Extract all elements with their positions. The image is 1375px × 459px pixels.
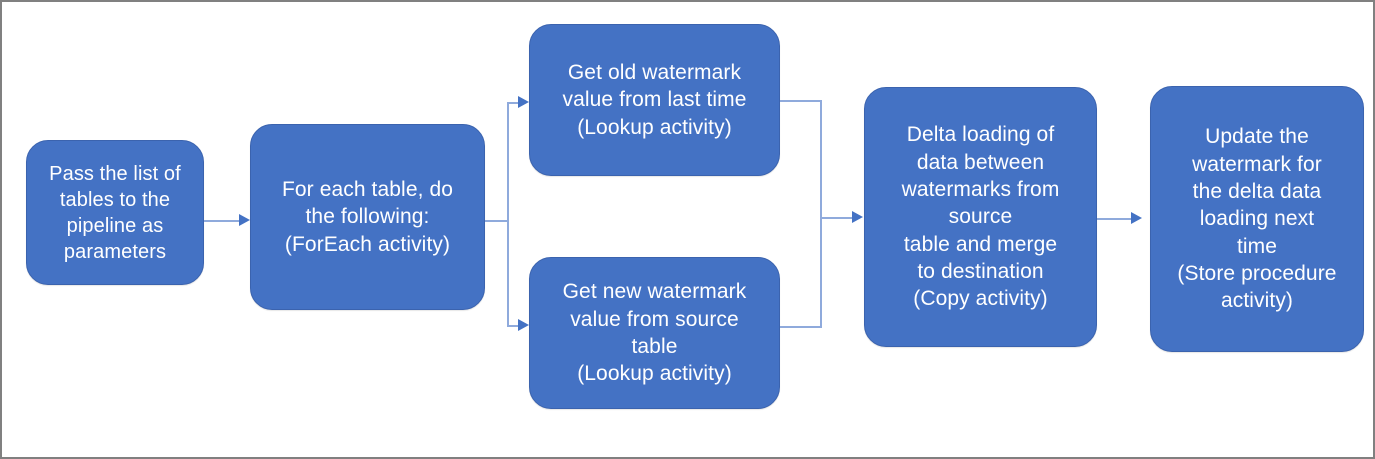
node-label: Pass the list of tables to the pipeline … (49, 162, 181, 263)
connector-merge-to-delta-loading (820, 217, 855, 219)
arrowhead-icon (852, 211, 863, 223)
connector-foreach-stem (485, 220, 508, 222)
arrowhead-icon (518, 319, 529, 331)
node-get-old-watermark-lookup[interactable]: Get old watermark value from last time (… (529, 24, 780, 176)
connector-foreach-to-old-watermark (507, 102, 524, 104)
node-delta-loading-copy-activity[interactable]: Delta loading of data between watermarks… (864, 87, 1097, 347)
connector-foreach-split-bus (507, 102, 509, 326)
node-update-watermark-store-procedure[interactable]: Update the watermark for the delta data … (1150, 86, 1364, 352)
node-label: Get old watermark value from last time (… (562, 61, 747, 139)
connector-pass-list-to-foreach (204, 220, 242, 222)
connector-old-watermark-to-merge (780, 100, 822, 102)
node-foreach-activity[interactable]: For each table, do the following: (ForEa… (250, 124, 485, 310)
connector-foreach-to-new-watermark (507, 325, 524, 327)
node-label: Get new watermark value from source tabl… (562, 280, 747, 386)
node-label: Update the watermark for the delta data … (1177, 125, 1337, 313)
node-label: For each table, do the following: (ForEa… (281, 178, 454, 256)
connector-delta-loading-to-update-watermark (1097, 218, 1135, 220)
arrowhead-icon (239, 214, 250, 226)
arrowhead-icon (518, 96, 529, 108)
node-get-new-watermark-lookup[interactable]: Get new watermark value from source tabl… (529, 257, 780, 409)
node-pass-the-list-of-tables[interactable]: Pass the list of tables to the pipeline … (26, 140, 204, 285)
connector-merge-bus (820, 100, 822, 327)
connector-new-watermark-to-merge (780, 326, 822, 328)
node-label: Delta loading of data between watermarks… (901, 123, 1060, 311)
arrowhead-icon (1131, 212, 1142, 224)
